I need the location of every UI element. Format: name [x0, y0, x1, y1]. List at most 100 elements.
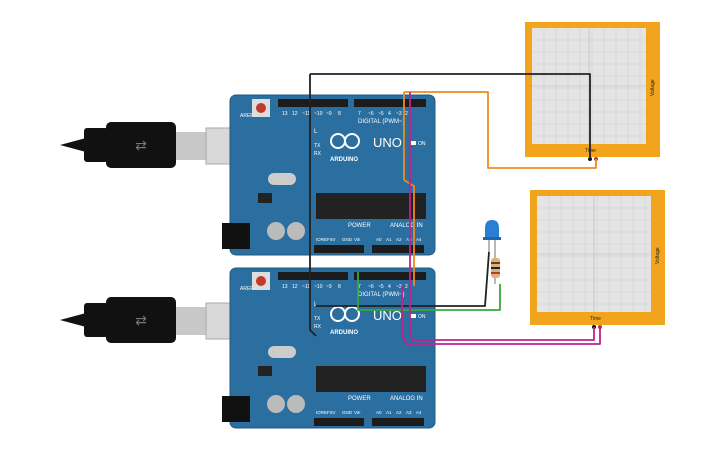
pin-label: ~3	[396, 111, 402, 117]
pin-label: 12	[292, 284, 298, 290]
pin-label: ~5	[378, 111, 384, 117]
pin-label: A2	[396, 237, 402, 242]
pin-label: IOREF	[316, 410, 330, 415]
regulator	[258, 366, 272, 376]
pin-label: A0	[376, 410, 382, 415]
digital-header-right	[354, 99, 426, 107]
analog-in-label: ANALOG IN	[390, 396, 423, 402]
aref-label: AREF	[240, 113, 253, 119]
pin-label: Vin	[354, 237, 361, 242]
pin-label: 4	[388, 111, 391, 117]
arduino-uno-bottom[interactable]: 13 12 ~11 ~10 ~9 8 7 ~6 ~5 4 ~3 2 AREF D…	[222, 267, 436, 429]
pin-label: ~9	[326, 284, 332, 290]
usb-cable-bottom[interactable]: ⇄	[60, 297, 237, 343]
usb-cable-tail	[60, 313, 86, 327]
tx-label: TX	[314, 316, 321, 322]
pin-label: GND	[342, 237, 353, 242]
digital-pwm-label: DIGITAL (PWM~)	[358, 119, 405, 125]
pin-label: A0	[376, 237, 382, 242]
crystal-oscillator	[268, 346, 296, 358]
reset-button-cap	[256, 103, 266, 113]
pin-label: ~11	[302, 111, 310, 117]
digital-header-right	[354, 272, 426, 280]
pin-label: A2	[396, 410, 402, 415]
pin-label: 2	[405, 111, 408, 117]
model-label: UNO	[373, 308, 402, 323]
usb-plug-housing	[106, 122, 176, 168]
serial-plotter-bottom[interactable]: Time Voltage	[530, 190, 665, 329]
power-jack	[222, 223, 250, 249]
wires	[309, 73, 601, 345]
pin-label: ~11	[302, 284, 310, 290]
atmega-chip	[316, 193, 426, 219]
arduino-uno-top[interactable]: 13 12 ~11 ~10 ~9 8 7 ~6 ~5 4 ~3 2 AREF D…	[222, 94, 436, 256]
wire-black-led[interactable]	[316, 251, 490, 307]
rx-label: RX	[314, 151, 322, 157]
usb-symbol-icon: ⇄	[135, 137, 147, 153]
power-jack	[222, 396, 250, 422]
wire-black-gnd[interactable]	[309, 74, 317, 337]
usb-cable-top[interactable]: ⇄	[60, 122, 237, 168]
usb-connector-metal	[176, 307, 206, 335]
pin-label: 4	[388, 284, 391, 290]
plotter-x-label: Time	[590, 316, 601, 322]
pin-label: 13	[282, 284, 288, 290]
arduino-infinity-logo-icon	[330, 133, 360, 149]
led-icon[interactable]	[483, 220, 501, 254]
pin-label: 7	[358, 111, 361, 117]
pin-label: ~9	[326, 111, 332, 117]
serial-plotter-top[interactable]: Time Voltage	[525, 22, 660, 161]
pin-label: 7	[358, 284, 361, 290]
pin-label: IOREF	[316, 237, 330, 242]
l-led-label: L	[314, 129, 318, 135]
pin-label: 5V	[330, 237, 336, 242]
pin-label: ~6	[368, 284, 374, 290]
wire-black-plotter-top[interactable]	[310, 73, 591, 159]
reset-button-cap	[256, 276, 266, 286]
pin-label: A1	[386, 410, 392, 415]
pin-label: ~10	[314, 284, 323, 290]
l-led-label: L	[314, 302, 318, 308]
wire-orange-signal[interactable]	[403, 91, 597, 180]
resistor-icon[interactable]	[491, 254, 500, 284]
crystal-oscillator	[268, 173, 296, 185]
capacitor	[287, 395, 305, 413]
power-label: POWER	[348, 223, 371, 229]
brand-label: ARDUINO	[330, 330, 358, 336]
plotter-grid	[537, 196, 651, 312]
analog-header	[372, 245, 424, 253]
pin-label: 8	[338, 111, 341, 117]
pin-label: ~3	[396, 284, 402, 290]
wire-magenta-2[interactable]	[401, 286, 601, 345]
usb-symbol-icon: ⇄	[135, 312, 147, 328]
on-label: ON	[418, 314, 426, 320]
capacitor	[287, 222, 305, 240]
on-label: ON	[418, 141, 426, 147]
pin-label: ~10	[314, 111, 323, 117]
pin-label: Vin	[354, 410, 361, 415]
pin-label: 2	[405, 284, 408, 290]
digital-header-left	[278, 272, 348, 280]
atmega-chip	[316, 366, 426, 392]
analog-header	[372, 418, 424, 426]
wire-green-resistor[interactable]	[357, 272, 501, 311]
usb-connector-metal	[176, 132, 206, 160]
pin-label: 13	[282, 111, 288, 117]
pin-label: ~6	[368, 111, 374, 117]
pin-label: 8	[338, 284, 341, 290]
wire-magenta-1[interactable]	[409, 92, 595, 341]
plotter-y-label: Voltage	[650, 79, 656, 96]
aref-label: AREF	[240, 286, 253, 292]
digital-pwm-label: DIGITAL (PWM~)	[358, 292, 405, 298]
digital-header-left	[278, 99, 348, 107]
pin-label: A4	[416, 237, 422, 242]
pin-label: A3	[406, 410, 412, 415]
on-led	[410, 141, 416, 145]
brand-label: ARDUINO	[330, 157, 358, 163]
wire-orange-link[interactable]	[403, 179, 415, 286]
pin-label: A3	[406, 237, 412, 242]
power-header	[314, 245, 364, 253]
tx-label: TX	[314, 143, 321, 149]
pin-label: ~5	[378, 284, 384, 290]
power-label: POWER	[348, 396, 371, 402]
